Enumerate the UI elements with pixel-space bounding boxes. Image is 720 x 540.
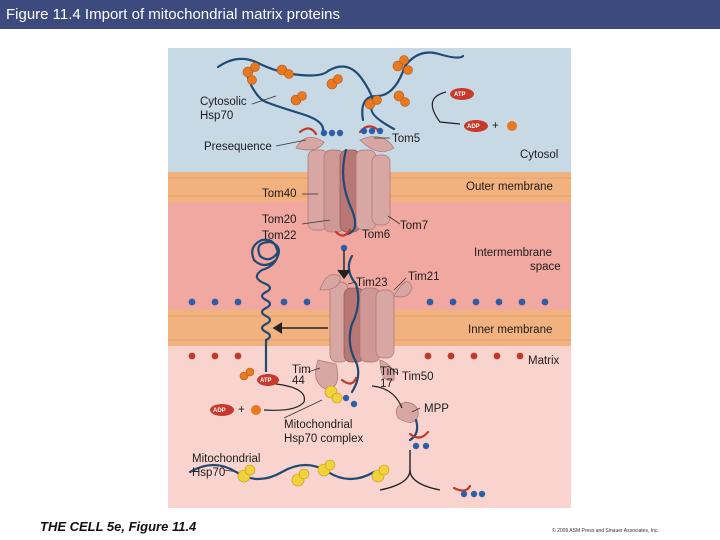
- tom6-label: Tom6: [362, 229, 390, 241]
- tim17-label-1: Tim: [380, 366, 399, 378]
- tim21-label: Tim21: [408, 271, 440, 283]
- plus-sign-matrix: +: [238, 404, 245, 416]
- title-bar: Figure 11.4 Import of mitochondrial matr…: [0, 0, 720, 29]
- plus-sign: +: [492, 120, 499, 132]
- intermembrane-charges: [188, 298, 549, 306]
- unfolded-helix: [251, 238, 281, 372]
- polypeptide-chains: [188, 51, 465, 481]
- intermembrane-label-2: space: [530, 261, 561, 273]
- mpp-label: MPP: [424, 403, 449, 415]
- tim50-label: Tim50: [402, 371, 434, 383]
- presequence-charges: [320, 127, 486, 498]
- tom7-label: Tom7: [400, 220, 428, 232]
- inner-membrane-label: Inner membrane: [468, 324, 552, 336]
- import-arrows: [272, 250, 441, 491]
- atp-label: ATP: [454, 92, 466, 98]
- figure-caption: THE CELL 5e, Figure 11.4: [40, 519, 197, 534]
- mitochondrial-hsp70-molecules: [237, 385, 390, 487]
- adp-label-matrix: ADP: [213, 408, 226, 414]
- tom20-label: Tom20: [262, 214, 297, 226]
- tom5-label: Tom5: [392, 133, 420, 145]
- atp-adp-cytosol: [210, 88, 517, 416]
- tim44-label-2: 44: [292, 375, 305, 387]
- presequence-segments: [298, 125, 472, 492]
- mito-hsp70-complex-label-1: Mitochondrial: [284, 419, 352, 431]
- tim44-label-1: Tim: [292, 364, 311, 376]
- leader-lines: [223, 95, 421, 473]
- mito-hsp70-label-1: Mitochondrial: [192, 453, 260, 465]
- atp-label-matrix: ATP: [260, 378, 272, 384]
- mito-hsp70-label-2: Hsp70: [192, 467, 225, 479]
- matrix-label: Matrix: [528, 355, 560, 367]
- atp-arrows: [263, 91, 461, 411]
- copyright-notice: © 2009 ASM Press and Sinauer Associates,…: [552, 527, 659, 534]
- cytosolic-hsp70-label-2: Hsp70: [200, 110, 233, 122]
- tim17-label-2: 17: [380, 378, 393, 390]
- matrix-charges: [188, 352, 524, 360]
- adp-label: ADP: [467, 124, 480, 130]
- matrix-region: [168, 346, 571, 508]
- cytosolic-hsp70-label-1: Cytosolic: [200, 96, 247, 108]
- intermembrane-label-1: Intermembrane: [474, 247, 552, 259]
- tom-complex: [295, 136, 395, 233]
- cytosol-label: Cytosol: [520, 149, 558, 161]
- tim23-label: Tim23: [356, 277, 388, 289]
- mito-hsp70-complex-label-2: Hsp70 complex: [284, 433, 364, 445]
- tom40-label: Tom40: [262, 188, 297, 200]
- tom22-label: Tom22: [262, 230, 297, 242]
- outer-membrane-label: Outer membrane: [466, 181, 553, 193]
- cytosolic-hsp70-molecules: [239, 55, 413, 381]
- figure-title: Figure 11.4 Import of mitochondrial matr…: [6, 6, 341, 23]
- presequence-label: Presequence: [204, 141, 272, 153]
